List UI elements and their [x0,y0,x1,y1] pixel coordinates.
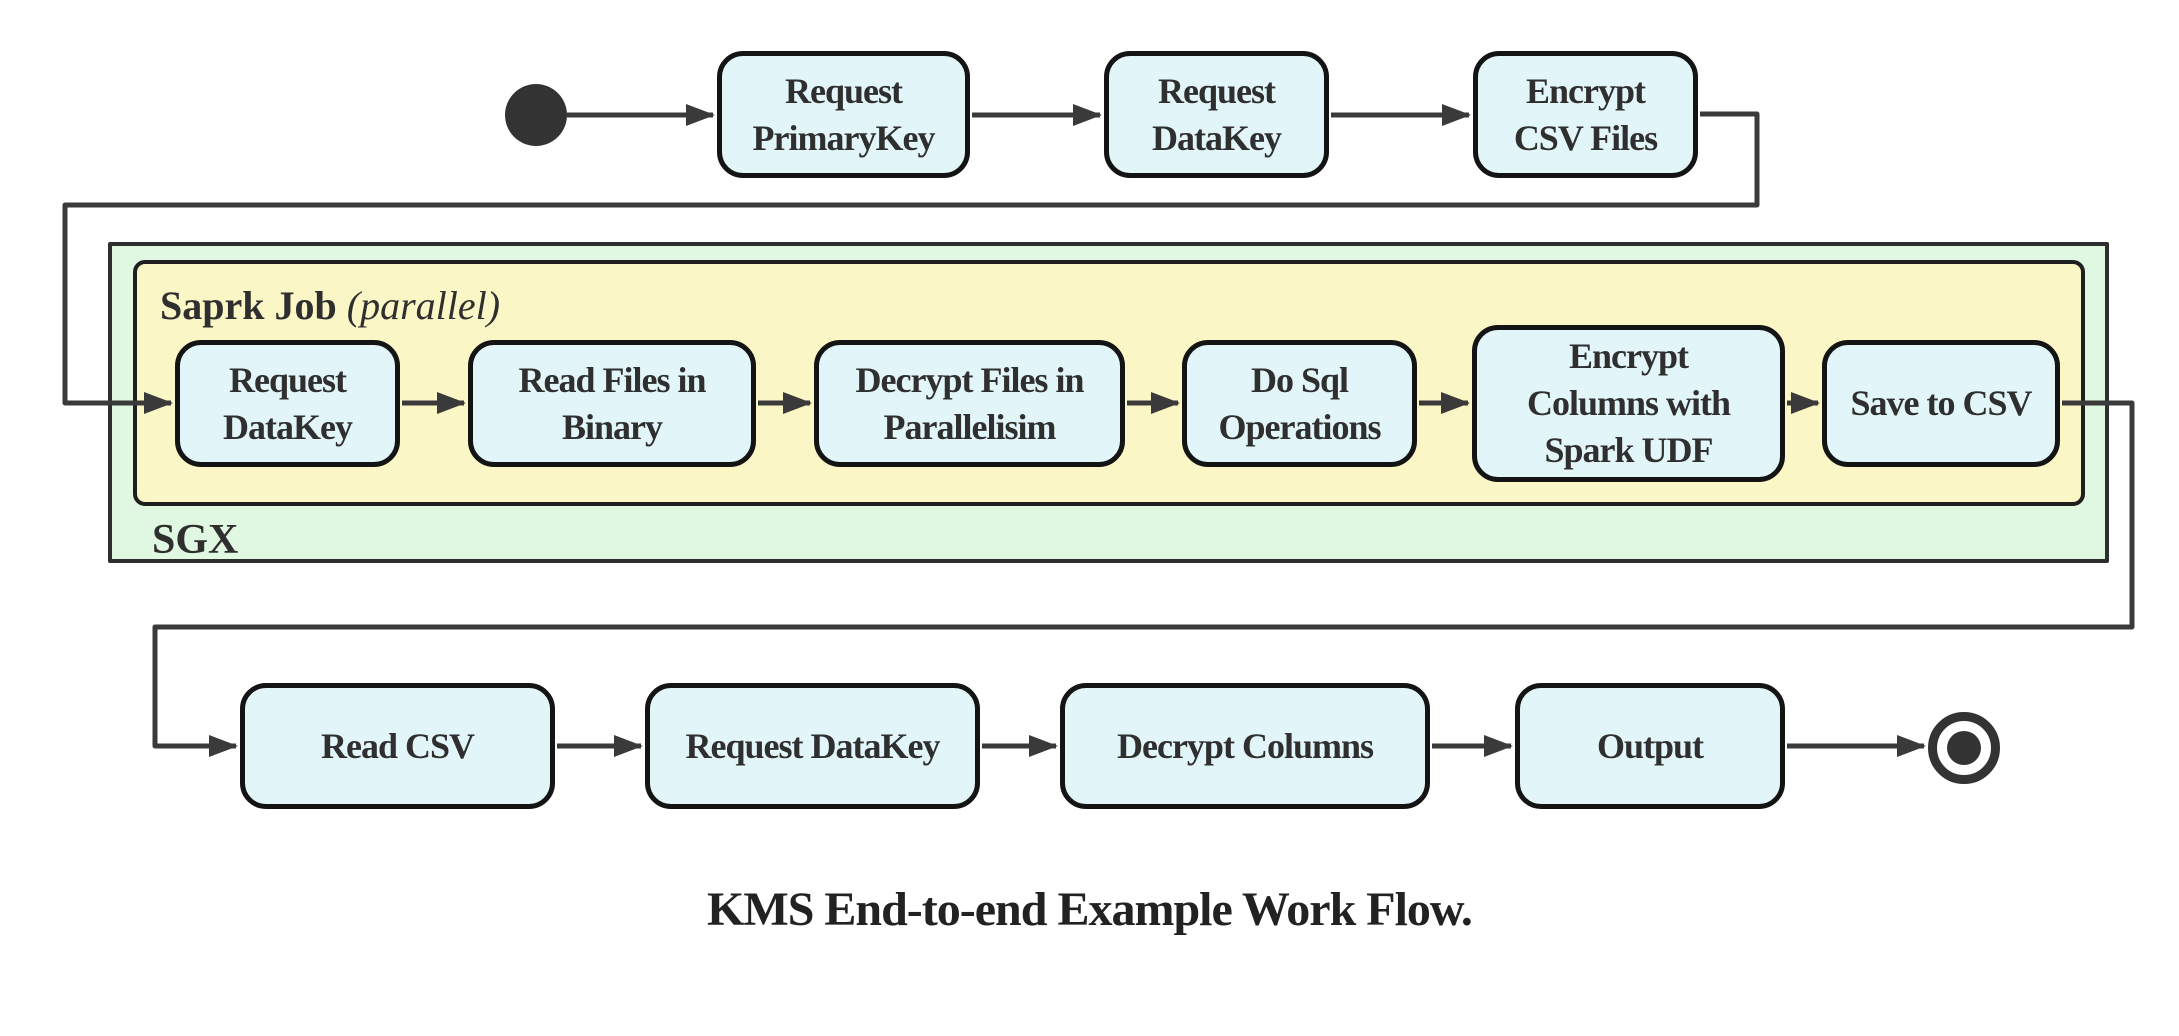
state-label: Encrypt Columns with Spark UDF [1526,336,1731,470]
state-request-primarykey: Request PrimaryKey [717,51,970,178]
state-encrypt-csv-files: Encrypt CSV Files [1473,51,1698,178]
state-request-datakey-output: Request DataKey [645,683,980,809]
state-label: Do Sql Operations [1218,359,1381,447]
state-label: Request DataKey [685,725,941,766]
state-label: Encrypt CSV Files [1513,70,1658,158]
state-label: Read Files in Binary [518,359,706,447]
state-label: Output [1596,725,1704,766]
state-encrypt-columns-with-spark-udf: Encrypt Columns with Spark UDF [1472,325,1785,482]
sgx-container-label: SGX [152,517,239,563]
state-request-datakey-top: Request DataKey [1104,51,1329,178]
state-do-sql-operations: Do Sql Operations [1182,340,1417,467]
state-save-to-csv: Save to CSV [1822,340,2060,467]
state-label: Save to CSV [1850,383,2032,424]
state-decrypt-columns: Decrypt Columns [1060,683,1430,809]
start-state-icon [505,84,567,146]
state-output: Output [1515,683,1785,809]
state-read-csv: Read CSV [240,683,555,809]
state-label: Request DataKey [223,359,353,447]
spark-job-container-title: Saprk Job(parallel) [160,282,500,329]
state-label: Decrypt Columns [1117,725,1374,766]
spark-job-label: Saprk Job [160,283,337,328]
state-label: Read CSV [320,725,475,766]
state-decrypt-files-in-parallelisim: Decrypt Files in Parallelisim [814,340,1125,467]
state-request-datakey-sgx: Request DataKey [175,340,400,467]
end-state-inner-dot [1947,731,1981,765]
spark-job-qualifier: (parallel) [346,283,501,328]
end-state-icon [1928,712,2000,784]
state-read-files-in-binary: Read Files in Binary [468,340,756,467]
state-label: Request DataKey [1152,70,1282,158]
state-label: Decrypt Files in Parallelisim [855,359,1085,447]
state-label: Request PrimaryKey [752,70,936,158]
diagram-title: KMS End-to-end Example Work Flow. [707,883,1473,936]
